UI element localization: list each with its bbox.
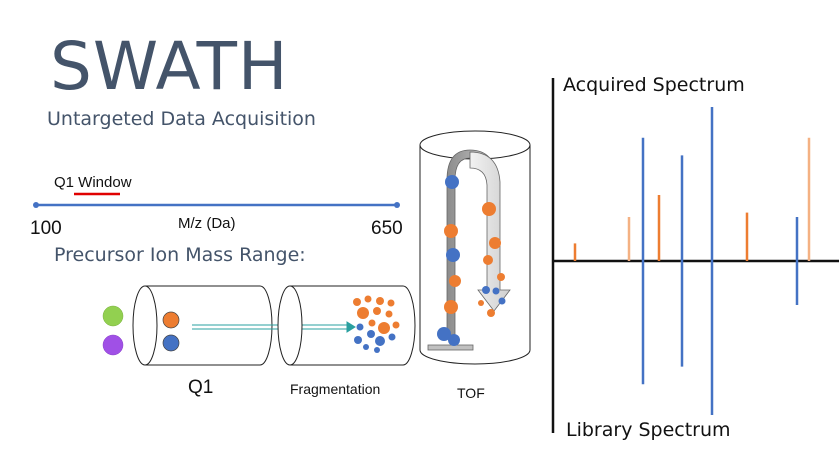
q1-cylinder (132, 285, 273, 366)
spectrum-axes (551, 78, 839, 433)
diagram-title: SWATH (50, 28, 289, 105)
library-spectrum-label: Library Spectrum (566, 419, 731, 441)
mass-axis-label: M/z (Da) (178, 215, 236, 232)
fragmentation-stage-label: Fragmentation (290, 381, 381, 397)
fragment-ions (353, 295, 400, 353)
q1-window-label: Q1 Window (54, 174, 132, 191)
mass-range-axis (33, 192, 400, 208)
acquired-spectrum-peaks (573, 107, 811, 261)
diagram-subtitle: Untargeted Data Acquisition (47, 108, 316, 130)
transfer-arrow (192, 321, 356, 333)
mass-max-label: 650 (371, 218, 403, 239)
purple-ion (102, 334, 124, 356)
acquired-spectrum-label: Acquired Spectrum (563, 74, 745, 96)
tof-stage-label: TOF (457, 385, 485, 401)
mass-min-label: 100 (30, 218, 62, 239)
q1-stage-label: Q1 (188, 377, 214, 398)
green-ion (102, 305, 124, 327)
fragmentation-cylinder (277, 285, 416, 366)
library-spectrum-peaks (641, 261, 799, 415)
mass-range-heading: Precursor Ion Mass Range: (54, 244, 306, 266)
tof-cylinder (419, 130, 531, 365)
